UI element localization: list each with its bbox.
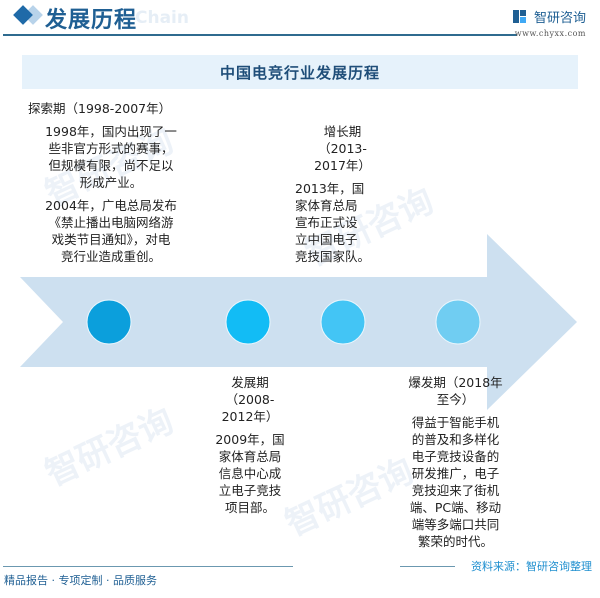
header: 发展历程 Chain 智研咨询 www.chyxx.com xyxy=(0,0,600,40)
phase-4: 爆发期（2018年 至今） 得益于智能手机 的普及和多样化 电子竞技设备的 研发… xyxy=(398,374,513,556)
phase-1-event-1: 1998年，国内出现了一 些非官方形式的赛事， 但规模有限，尚不足以 形成产业。 xyxy=(45,124,177,190)
phase-4-name: 爆发期（2018年 至今） xyxy=(408,375,503,407)
phase-1-name: 探索期（1998-2007年） xyxy=(28,101,172,116)
phase-4-events: 得益于智能手机 的普及和多样化 电子竞技设备的 研发推广，电子 竞技迎来了街机 … xyxy=(398,414,513,550)
arrow-shape xyxy=(20,234,577,410)
chart-title: 中国电竞行业发展历程 xyxy=(219,63,380,82)
phase-3-event-1: 2013年，国 家体育总局 宣布正式设 立中国电子 竞技国家队。 xyxy=(295,181,371,264)
phase-3: 增长期 （2013- 2017年） 2013年，国 家体育总局 宣布正式设 立中… xyxy=(295,123,390,271)
brand: 智研咨询 www.chyxx.com xyxy=(512,6,586,38)
phase-4-event-1: 得益于智能手机 的普及和多样化 电子竞技设备的 研发推广，电子 竞技迎来了街机 … xyxy=(409,415,502,549)
header-divider xyxy=(3,34,517,36)
timeline-dot-2 xyxy=(225,299,271,345)
brand-logo-icon xyxy=(512,10,526,23)
phase-1-event-2: 2004年，广电总局发布 《禁止播出电脑网络游 戏类节目通知》，对电 竞行业造成… xyxy=(45,198,177,264)
phase-1: 探索期（1998-2007年） 1998年，国内出现了一 些非官方形式的赛事， … xyxy=(28,100,228,271)
timeline-dot-3 xyxy=(320,299,366,345)
brand-name: 智研咨询 xyxy=(533,11,586,26)
phase-2-event-1: 2009年，国 家体育总局 信息中心成 立电子竞技 项目部。 xyxy=(215,432,285,515)
footer-divider-left xyxy=(3,566,293,567)
phase-1-events: 1998年，国内出现了一 些非官方形式的赛事， 但规模有限，尚不足以 形成产业。… xyxy=(36,123,186,265)
brand-url: www.chyxx.com xyxy=(514,29,586,38)
timeline-dot-1 xyxy=(86,299,132,345)
footer-source: 资料来源：智研咨询整理 xyxy=(471,560,592,573)
footer-divider-right xyxy=(400,566,455,567)
section-title: 发展历程 xyxy=(45,7,138,33)
phase-2-events: 2009年，国 家体育总局 信息中心成 立电子竞技 项目部。 xyxy=(205,431,295,516)
phase-3-events: 2013年，国 家体育总局 宣布正式设 立中国电子 竞技国家队。 xyxy=(295,180,390,265)
chart-title-bar: 中国电竞行业发展历程 xyxy=(22,55,578,89)
ghost-text: Chain xyxy=(135,8,189,28)
footer-slogan: 精品报告 · 专项定制 · 品质服务 xyxy=(4,574,157,587)
timeline-dot-4 xyxy=(435,299,481,345)
phase-2: 发展期 （2008- 2012年） 2009年，国 家体育总局 信息中心成 立电… xyxy=(205,374,295,522)
phase-2-name: 发展期 （2008- 2012年） xyxy=(221,375,279,424)
phase-3-name: 增长期 （2013- 2017年） xyxy=(314,124,371,173)
